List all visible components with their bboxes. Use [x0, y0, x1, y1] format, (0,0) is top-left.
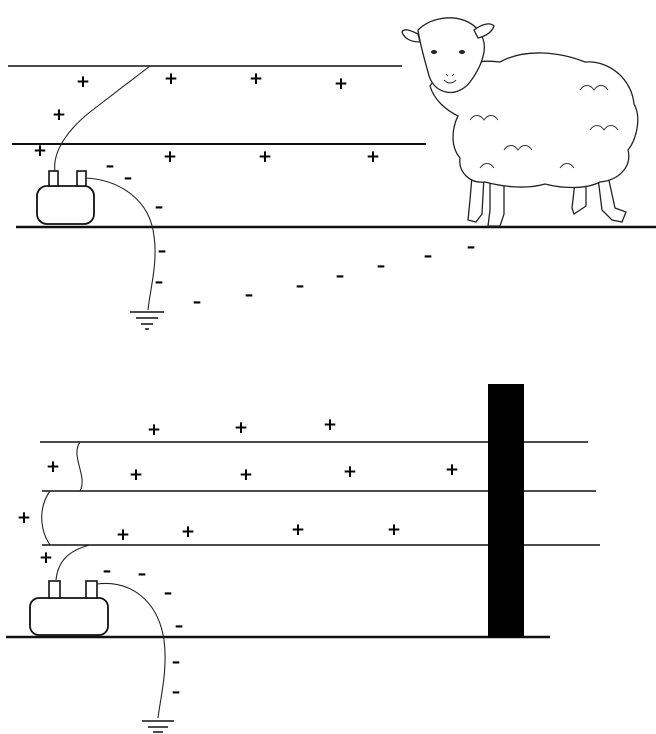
charge-negative: –: [124, 168, 133, 188]
charge-positive: +: [445, 460, 459, 480]
charge-positive: +: [343, 462, 357, 482]
charge-negative: –: [172, 652, 181, 672]
charge-negative: –: [193, 292, 202, 312]
charge-positive: +: [163, 147, 177, 167]
charge-positive: +: [33, 141, 47, 161]
ground-symbol-icon: [130, 312, 164, 329]
energizer-box-icon: [30, 581, 108, 635]
charge-negative: –: [138, 564, 147, 584]
wire-connector-top: [77, 442, 82, 491]
charge-positive: +: [181, 522, 195, 542]
positive-charges-top: + + + + + + + + +: [33, 69, 380, 167]
charge-negative: –: [336, 266, 345, 286]
charge-negative: –: [155, 197, 164, 217]
charge-positive: +: [39, 548, 53, 568]
charge-negative: –: [467, 237, 476, 257]
sheep-illustration: [402, 18, 638, 226]
charge-positive: +: [387, 520, 401, 540]
charge-negative: –: [106, 156, 115, 176]
charge-positive: +: [366, 147, 380, 167]
charge-positive: +: [234, 418, 248, 438]
charge-negative: –: [424, 246, 433, 266]
charge-positive: +: [116, 525, 130, 545]
panel-top: + + + + + + + + + – – – – – – – – – – – …: [8, 18, 656, 329]
charge-positive: +: [17, 508, 31, 528]
charge-positive: +: [239, 465, 253, 485]
charge-positive: +: [147, 420, 161, 440]
charge-positive: +: [323, 415, 337, 435]
charge-positive: +: [46, 457, 60, 477]
ground-lead: [86, 178, 155, 310]
charge-positive: +: [129, 465, 143, 485]
charge-positive: +: [334, 74, 348, 94]
charge-negative: –: [377, 256, 386, 276]
charge-positive: +: [76, 72, 90, 92]
panel-bottom: + + + + + + + + + + + + + + – – – – – –: [6, 384, 600, 732]
charge-positive: +: [291, 520, 305, 540]
charge-negative: –: [103, 561, 112, 581]
charge-positive: +: [258, 147, 272, 167]
charge-positive: +: [249, 69, 263, 89]
energizer-box-icon: [37, 171, 94, 224]
energizer-to-fence-lead: [55, 66, 150, 172]
charge-negative: –: [155, 272, 164, 292]
charge-negative: –: [172, 682, 181, 702]
negative-charges-bottom: – – – – – –: [103, 561, 184, 702]
ground-symbol-icon: [142, 721, 174, 732]
negative-charges-top: – – – – – – – – – – – –: [106, 156, 476, 312]
wire-connector-middle: [42, 491, 50, 545]
fence-post: [488, 384, 524, 638]
energizer-to-fence-lead-bottom: [56, 545, 90, 580]
charge-negative: –: [245, 285, 254, 305]
charge-negative: –: [164, 583, 173, 603]
charge-positive: +: [164, 69, 178, 89]
charge-negative: –: [158, 241, 167, 261]
charge-negative: –: [175, 616, 184, 636]
charge-positive: +: [52, 105, 66, 125]
charge-negative: –: [296, 276, 305, 296]
